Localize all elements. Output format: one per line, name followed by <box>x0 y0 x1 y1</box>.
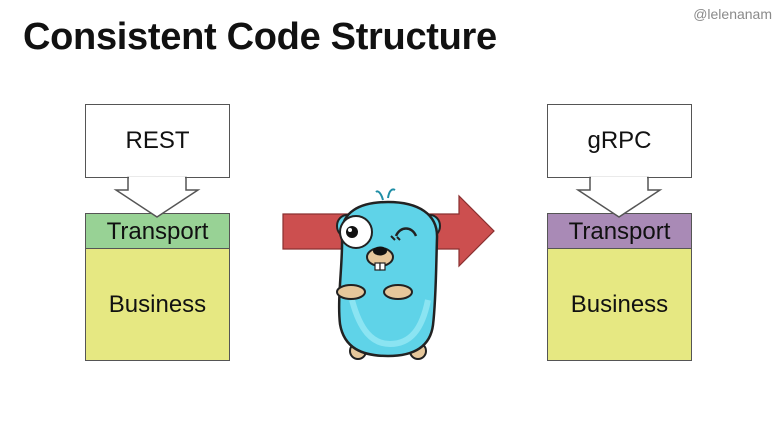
grpc-label: gRPC <box>587 127 652 154</box>
left-transport-layer: Transport <box>85 213 230 250</box>
right-business-layer: Business <box>547 248 692 361</box>
gopher-mascot-icon <box>336 188 441 360</box>
left-business-layer: Business <box>85 248 230 361</box>
right-business-label: Business <box>570 290 669 318</box>
slide-title: Consistent Code Structure <box>23 16 497 58</box>
left-callout-arrow <box>113 176 201 218</box>
right-transport-label: Transport <box>568 217 671 245</box>
left-transport-label: Transport <box>106 217 209 245</box>
rest-box: REST <box>85 104 230 178</box>
right-callout-arrow <box>575 176 663 218</box>
rest-label: REST <box>125 127 190 154</box>
left-business-label: Business <box>108 290 207 318</box>
author-handle: @lelenanam <box>693 6 772 22</box>
